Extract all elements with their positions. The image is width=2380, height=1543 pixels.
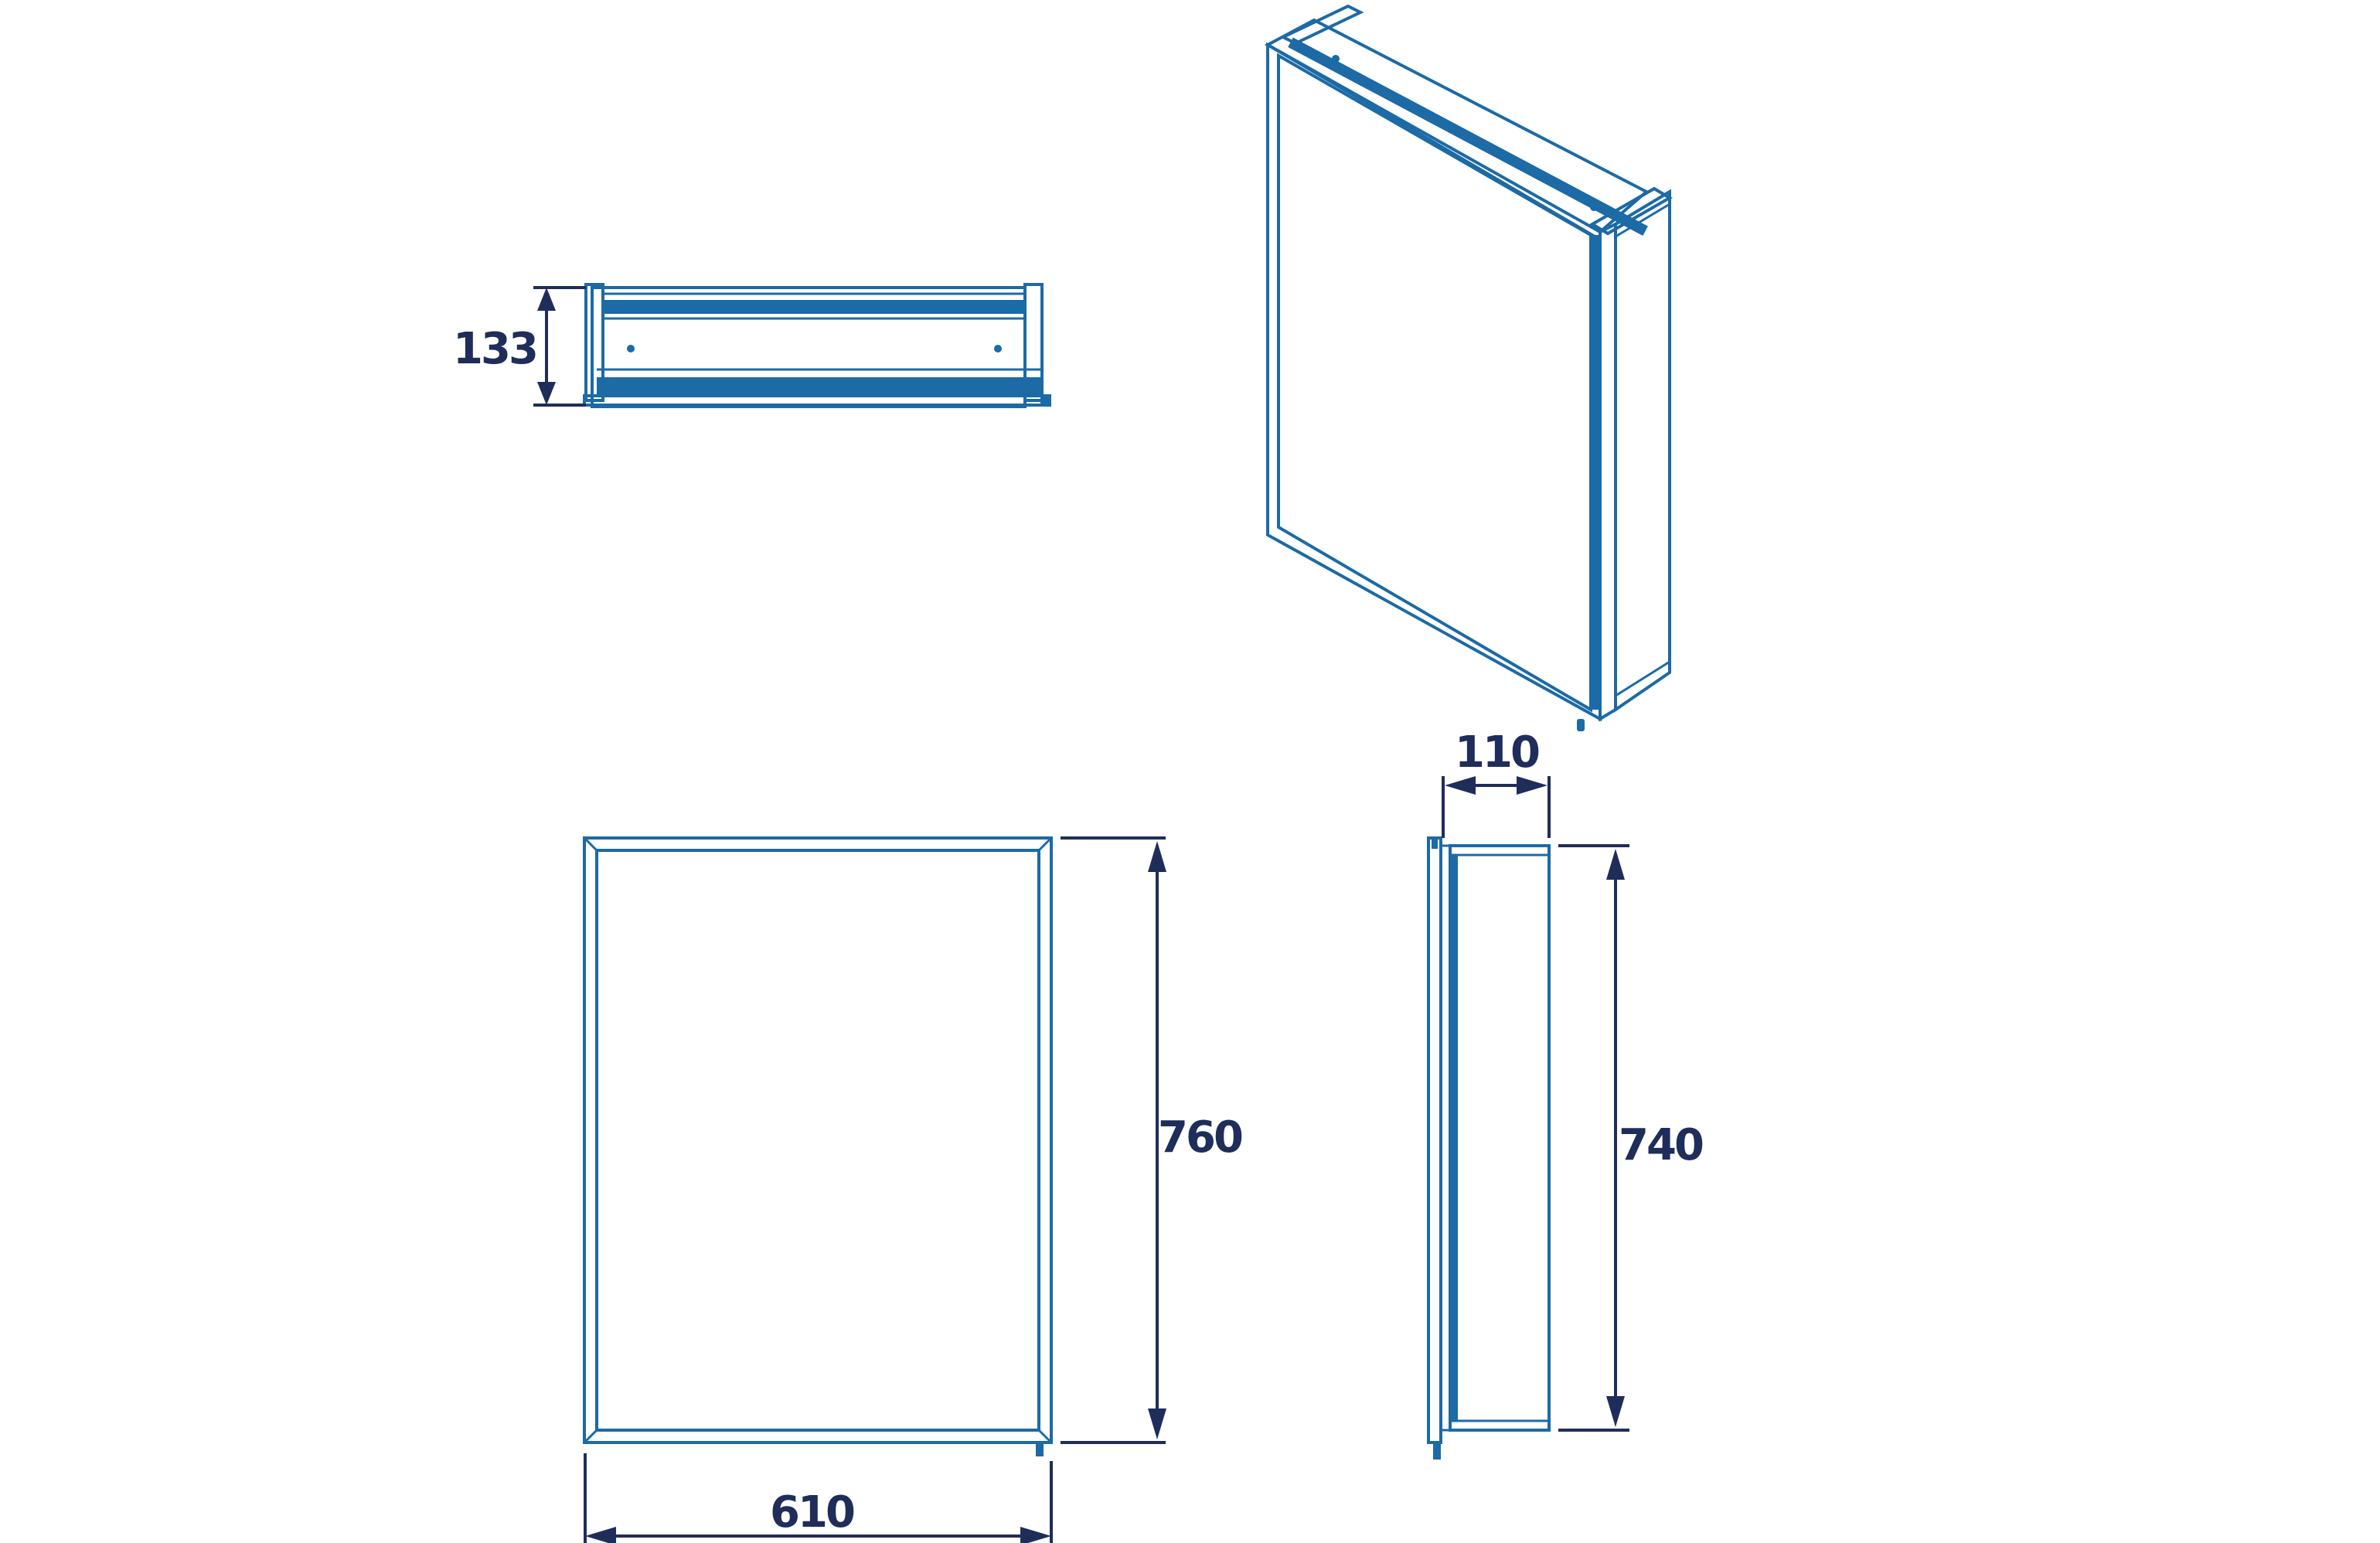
side-view [1427, 836, 1551, 1460]
dimension-top-depth: 133 [453, 286, 586, 407]
dimension-side-height: 740 [1558, 844, 1705, 1432]
dimension-label-side-height: 740 [1619, 1120, 1703, 1170]
front-view [583, 836, 1053, 1456]
dimension-front-height: 760 [1061, 836, 1244, 1444]
dimension-label-side-depth: 110 [1455, 727, 1539, 778]
dimension-label-front-height: 760 [1158, 1112, 1242, 1163]
isometric-view [1264, 4, 1673, 731]
dimension-label-front-width: 610 [770, 1487, 854, 1538]
top-view [583, 283, 1051, 408]
dimension-front-width: 610 [584, 1453, 1053, 1543]
dimension-side-depth: 110 [1442, 727, 1551, 838]
dimension-label-top-depth: 133 [453, 324, 536, 374]
